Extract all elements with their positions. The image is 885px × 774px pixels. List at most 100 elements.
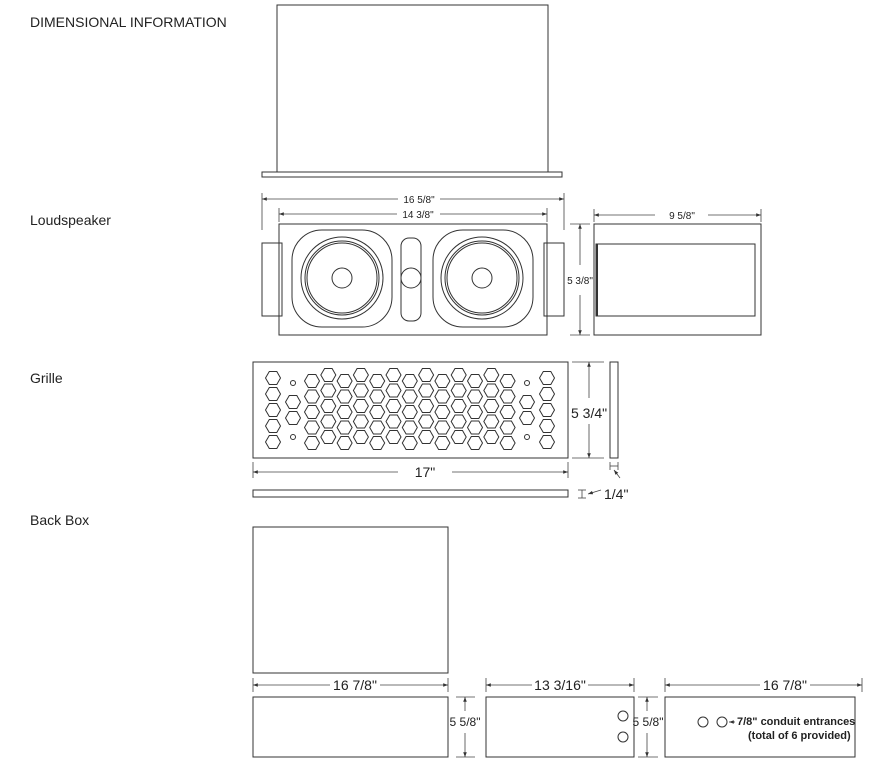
grille-hole: [264, 387, 282, 401]
grille-hole: [303, 374, 321, 388]
dim-overall-width: 16 5/8": [403, 195, 435, 206]
grille-hole: [336, 374, 353, 388]
dim-grille-height: 5 3/4": [571, 405, 607, 421]
grille-hole: [434, 420, 451, 435]
grille-hole: [434, 405, 451, 419]
grille-hole: [264, 403, 282, 417]
grille-hole: [352, 368, 369, 382]
grille-hole: [418, 414, 435, 429]
grille-hole: [466, 405, 484, 419]
grille-hole: [320, 383, 337, 398]
grille-hole: [385, 430, 402, 444]
grille-hole: [434, 374, 451, 388]
dim-grille-width: 17": [415, 464, 436, 480]
grille-hole: [303, 405, 321, 419]
grille-hole: [336, 420, 353, 435]
dim-rear-width: 16 7/8": [763, 677, 807, 693]
grille-hole: [303, 420, 321, 435]
grille-hole: [466, 389, 484, 404]
grille-hole: [538, 419, 556, 433]
grille-screw-hole: [290, 380, 296, 386]
conduit-count: (total of 6 provided): [748, 730, 851, 742]
grille-hole: [401, 389, 418, 404]
dim-height-2: 5 5/8": [633, 715, 664, 729]
dim-front-width: 16 7/8": [333, 677, 377, 693]
grille-hole: [466, 436, 484, 450]
grille-hex-pattern: [264, 368, 556, 450]
grille-hole: [264, 371, 282, 385]
page-heading: DIMENSIONAL INFORMATION: [30, 14, 227, 30]
dim-side-width: 13 3/16": [534, 677, 586, 693]
grille-hole: [450, 368, 467, 382]
section-label-loudspeaker: Loudspeaker: [30, 212, 111, 228]
grille-screw-hole: [524, 380, 530, 386]
top-view-box: [261, 4, 563, 178]
loudspeaker-front-view: 16 5/8" 14 3/8": [261, 193, 565, 336]
grille-hole: [369, 405, 386, 419]
grille-hole: [320, 368, 337, 382]
dim-depth: 9 5/8": [669, 211, 695, 222]
grille-hole: [499, 374, 516, 388]
grille-front-view: 5 3/4" 17" 1/4": [252, 361, 628, 502]
grille-screw-hole: [290, 434, 296, 440]
grille-hole: [466, 374, 484, 388]
grille-hole: [303, 436, 321, 450]
dim-grille-thickness: 1/4": [604, 486, 628, 502]
grille-hole: [538, 371, 556, 385]
grille-hole: [336, 389, 353, 404]
grille-hole: [369, 374, 386, 388]
grille-hole: [483, 399, 500, 413]
grille-hole: [352, 399, 369, 413]
loudspeaker-side-view: 5 3/8" 9 5/8": [567, 209, 762, 336]
grille-hole: [483, 430, 500, 444]
grille-hole: [450, 430, 467, 444]
tweeter: [400, 237, 422, 322]
section-label-grille: Grille: [30, 370, 63, 386]
grille-hole: [418, 368, 435, 382]
grille-hole: [434, 389, 451, 404]
grille-hole: [385, 414, 402, 429]
grille-hole: [320, 430, 337, 444]
grille-hole: [320, 414, 337, 429]
grille-hole: [264, 419, 282, 433]
grille-hole: [483, 383, 500, 398]
grille-hole: [385, 368, 402, 382]
grille-hole: [369, 420, 386, 435]
grille-hole: [352, 414, 369, 429]
grille-hole: [352, 430, 369, 444]
grille-hole: [369, 389, 386, 404]
grille-hole: [336, 436, 353, 450]
grille-hole: [352, 383, 369, 398]
dim-baffle-width: 14 3/8": [402, 210, 434, 221]
grille-hole: [401, 405, 418, 419]
grille-hole: [385, 383, 402, 398]
back-box-drawing: 16 7/8" 5 5/8" 13 3/16" 5 5/8" 16 7/8" 7…: [252, 526, 863, 758]
grille-hole: [538, 387, 556, 401]
woofer-left: [291, 229, 393, 328]
grille-hole: [450, 399, 467, 413]
grille-hole: [466, 420, 484, 435]
grille-hole: [518, 411, 536, 425]
woofer-right: [432, 229, 534, 328]
grille-hole: [336, 405, 353, 419]
grille-hole: [499, 405, 516, 419]
grille-screw-hole: [524, 434, 530, 440]
grille-hole: [450, 414, 467, 429]
grille-hole: [483, 414, 500, 429]
dim-height: 5 3/8": [567, 276, 593, 287]
grille-hole: [385, 399, 402, 413]
grille-hole: [264, 435, 282, 449]
grille-hole: [483, 368, 500, 382]
grille-hole: [450, 383, 467, 398]
grille-hole: [401, 374, 418, 388]
grille-hole: [284, 411, 302, 425]
grille-hole: [284, 395, 302, 409]
grille-hole: [538, 403, 556, 417]
grille-hole: [434, 436, 451, 450]
conduit-note: 7/8" conduit entrances: [737, 716, 855, 728]
grille-hole: [320, 399, 337, 413]
section-label-back-box: Back Box: [30, 512, 90, 528]
grille-hole: [538, 435, 556, 449]
grille-hole: [418, 383, 435, 398]
